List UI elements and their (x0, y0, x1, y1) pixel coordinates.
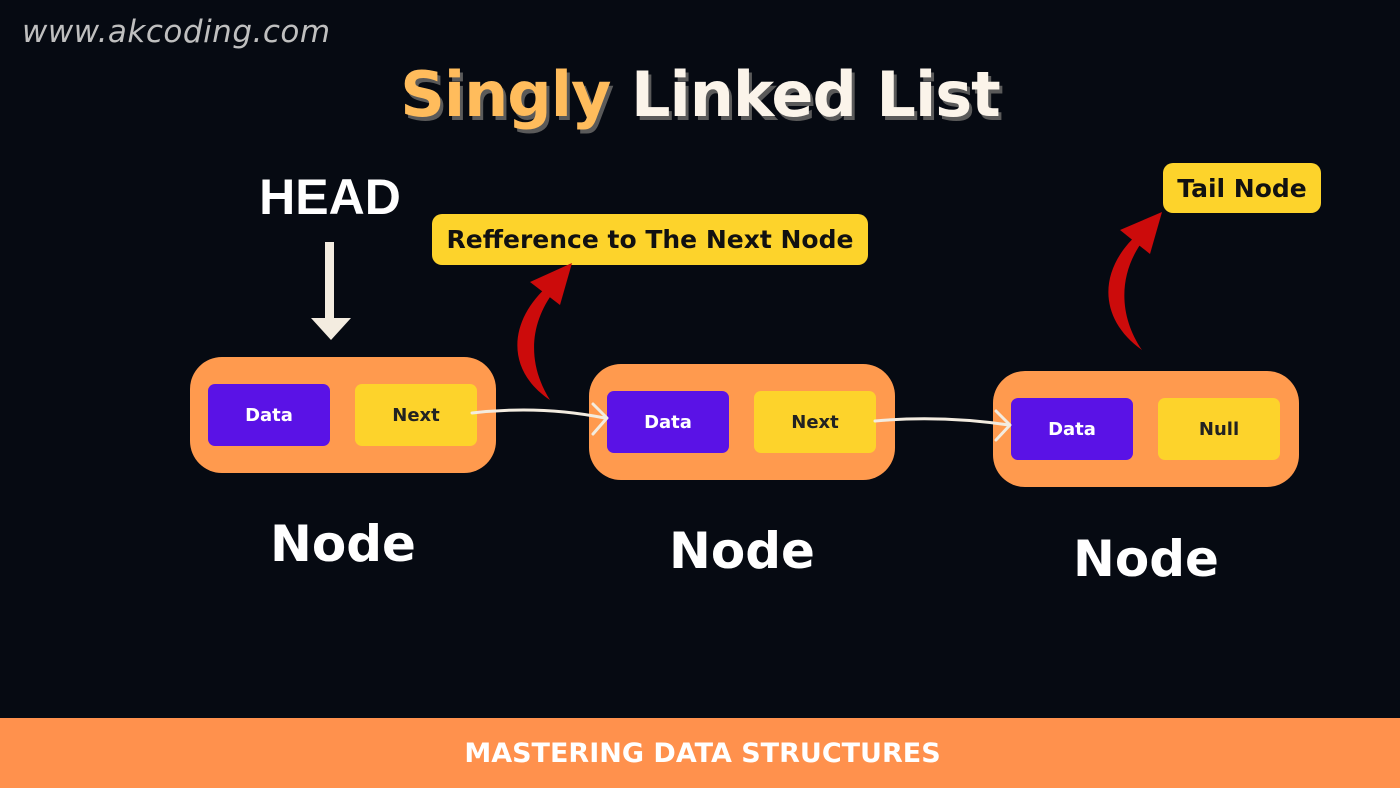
node-1-data-cell: Data (208, 384, 330, 446)
curved-arrow-to-next-callout (517, 263, 572, 400)
title-main-words: Linked List (630, 58, 1001, 131)
node-2-data-cell: Data (607, 391, 729, 453)
footer-text: MASTERING DATA STRUCTURES (464, 737, 941, 769)
site-watermark: www.akcoding.com (22, 14, 331, 50)
node-3-null-cell: Null (1158, 398, 1280, 460)
node-3-caption: Node (1073, 530, 1219, 588)
title-accent-word: Singly (400, 58, 611, 131)
node-3-data-cell: Data (1011, 398, 1133, 460)
pointer-arrow-node2-to-node3 (873, 409, 1012, 442)
footer-band: MASTERING DATA STRUCTURES (0, 718, 1400, 788)
node-2-caption: Node (669, 522, 815, 580)
next-reference-callout: Refference to The Next Node (432, 214, 868, 265)
curved-arrow-to-tail-callout (1108, 212, 1162, 350)
head-down-arrow (311, 242, 351, 340)
tail-node-callout: Tail Node (1163, 163, 1321, 213)
linked-list-node-2: Data Next (589, 364, 895, 480)
page-title: Singly Linked List (0, 58, 1400, 131)
node-1-caption: Node (270, 515, 416, 573)
head-label: HEAD (259, 169, 401, 225)
node-2-next-cell: Next (754, 391, 876, 453)
linked-list-node-3: Data Null (993, 371, 1299, 487)
linked-list-node-1: Data Next (190, 357, 496, 473)
node-1-next-cell: Next (355, 384, 477, 446)
